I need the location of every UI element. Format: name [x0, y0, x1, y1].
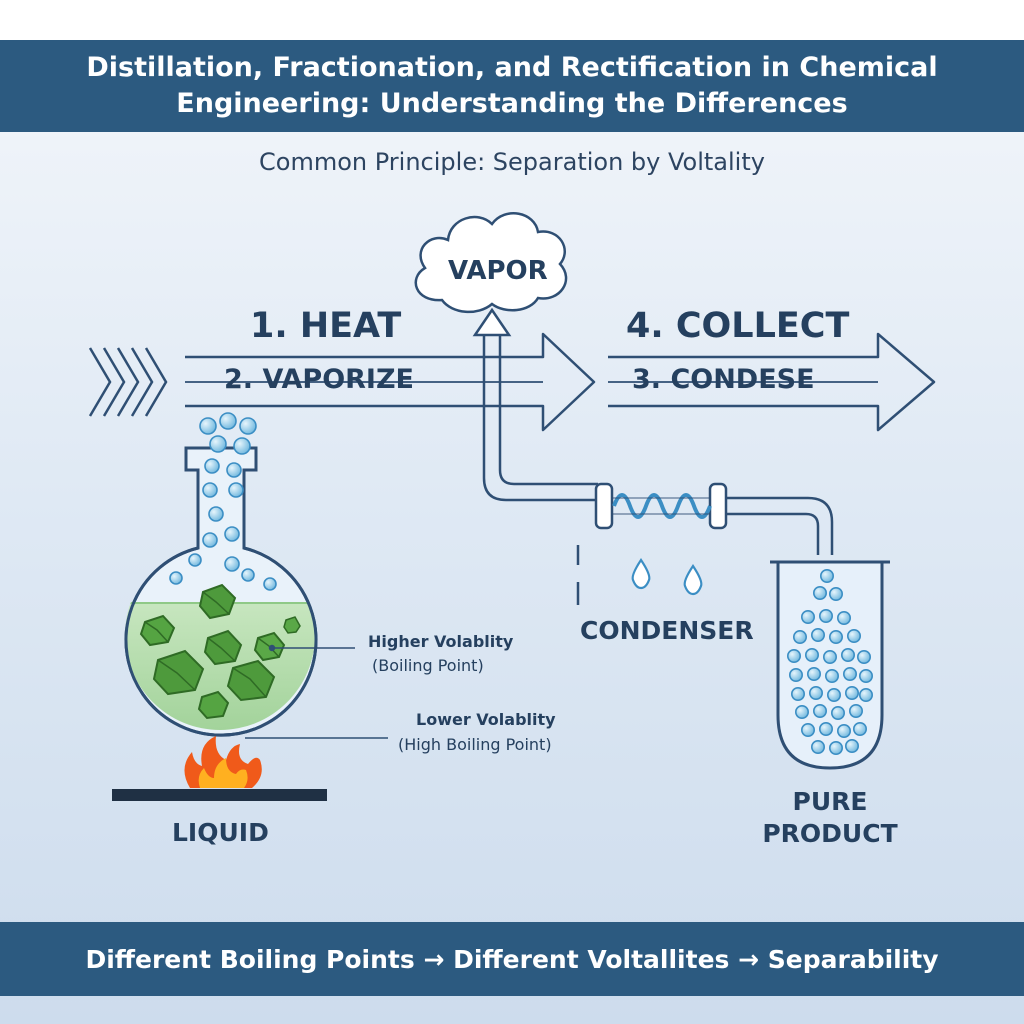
crystal: [139, 614, 176, 647]
lower-volatility-detail: (High Boiling Point): [398, 735, 552, 754]
test-tube-icon: [770, 560, 890, 770]
bubble: [202, 532, 218, 548]
bubble: [848, 703, 863, 718]
step-collect-label: 4. COLLECT: [626, 306, 850, 346]
higher-volatility-title: Higher Volablity: [368, 632, 514, 651]
bubble: [858, 668, 873, 683]
footer-banner: Different Boiling Points → Different Vol…: [0, 922, 1024, 996]
bubble: [812, 703, 827, 718]
crystal: [152, 649, 205, 696]
bubble: [822, 649, 837, 664]
bubble: [828, 629, 843, 644]
vapor-pipe: [472, 307, 598, 502]
bubble: [800, 609, 815, 624]
footer-caption: Different Boiling Points → Different Vol…: [85, 944, 939, 974]
condenser-label: CONDENSER: [580, 616, 754, 645]
page-title: Distillation, Fractionation, and Rectifi…: [86, 52, 938, 119]
bubble: [810, 739, 825, 754]
bubble: [800, 722, 815, 737]
bubble: [818, 721, 833, 736]
bubble: [199, 417, 217, 435]
liquid-label: LIQUID: [172, 818, 269, 847]
bubble: [788, 667, 803, 682]
bubble: [188, 553, 202, 567]
bubble: [852, 721, 867, 736]
burner: [112, 736, 327, 801]
bubble: [828, 740, 843, 755]
crystal: [197, 690, 230, 720]
crystal: [203, 629, 243, 666]
bubble: [828, 586, 843, 601]
droplet-icon: [631, 558, 651, 590]
cloud-icon: [414, 212, 568, 313]
bubble: [169, 571, 183, 585]
flask-icon: [124, 412, 318, 737]
bubble: [241, 568, 255, 582]
bubble: [824, 668, 839, 683]
bubble: [233, 437, 251, 455]
arrow-collect-condense: [608, 332, 936, 432]
chevrons-icon: [88, 347, 168, 417]
bubble: [794, 704, 809, 719]
bubble: [228, 482, 244, 498]
lower-volatility-title: Lower Volablity: [416, 710, 556, 729]
bubble: [844, 685, 859, 700]
step-vaporize-label: 2. VAPORIZE: [224, 364, 415, 395]
bubble: [786, 648, 801, 663]
bubble: [806, 666, 821, 681]
bubble: [224, 556, 240, 572]
step-heat-label: 1. HEAT: [250, 306, 402, 346]
bubble: [858, 687, 873, 702]
crystal: [198, 583, 237, 620]
bubble: [239, 417, 257, 435]
bubble: [209, 435, 227, 453]
crystal: [226, 659, 276, 702]
bubble: [819, 568, 834, 583]
bubble: [840, 647, 855, 662]
step-condense-label: 3. CONDESE: [632, 364, 815, 395]
subtitle: Common Principle: Separation by Voltalit…: [259, 148, 765, 176]
bubble: [208, 506, 224, 522]
bubble: [810, 627, 825, 642]
bubble: [826, 687, 841, 702]
bubble: [844, 738, 859, 753]
leader-lines: [245, 644, 388, 739]
bubble: [836, 723, 851, 738]
pure-product-label: PURE PRODUCT: [762, 787, 898, 848]
bubble: [226, 462, 242, 478]
bubble: [830, 705, 845, 720]
condenser-unit: [594, 482, 834, 555]
higher-volatility-detail: (Boiling Point): [372, 656, 484, 675]
bubble: [792, 629, 807, 644]
bubble: [224, 526, 240, 542]
crystal: [283, 616, 301, 634]
bubble: [204, 458, 220, 474]
bubble: [856, 649, 871, 664]
vapor-label: VAPOR: [448, 256, 548, 286]
title-banner: Distillation, Fractionation, and Rectifi…: [0, 40, 1024, 132]
bubble: [790, 686, 805, 701]
bubble: [219, 412, 237, 430]
bubble: [202, 482, 218, 498]
bubble: [804, 647, 819, 662]
droplet-icon: [683, 564, 703, 596]
coil-icon: [612, 493, 712, 519]
bubble: [836, 610, 851, 625]
bubble: [846, 628, 861, 643]
bubble: [818, 608, 833, 623]
bubble: [808, 685, 823, 700]
bubble: [842, 666, 857, 681]
bubble: [263, 577, 277, 591]
bubble: [812, 585, 827, 600]
